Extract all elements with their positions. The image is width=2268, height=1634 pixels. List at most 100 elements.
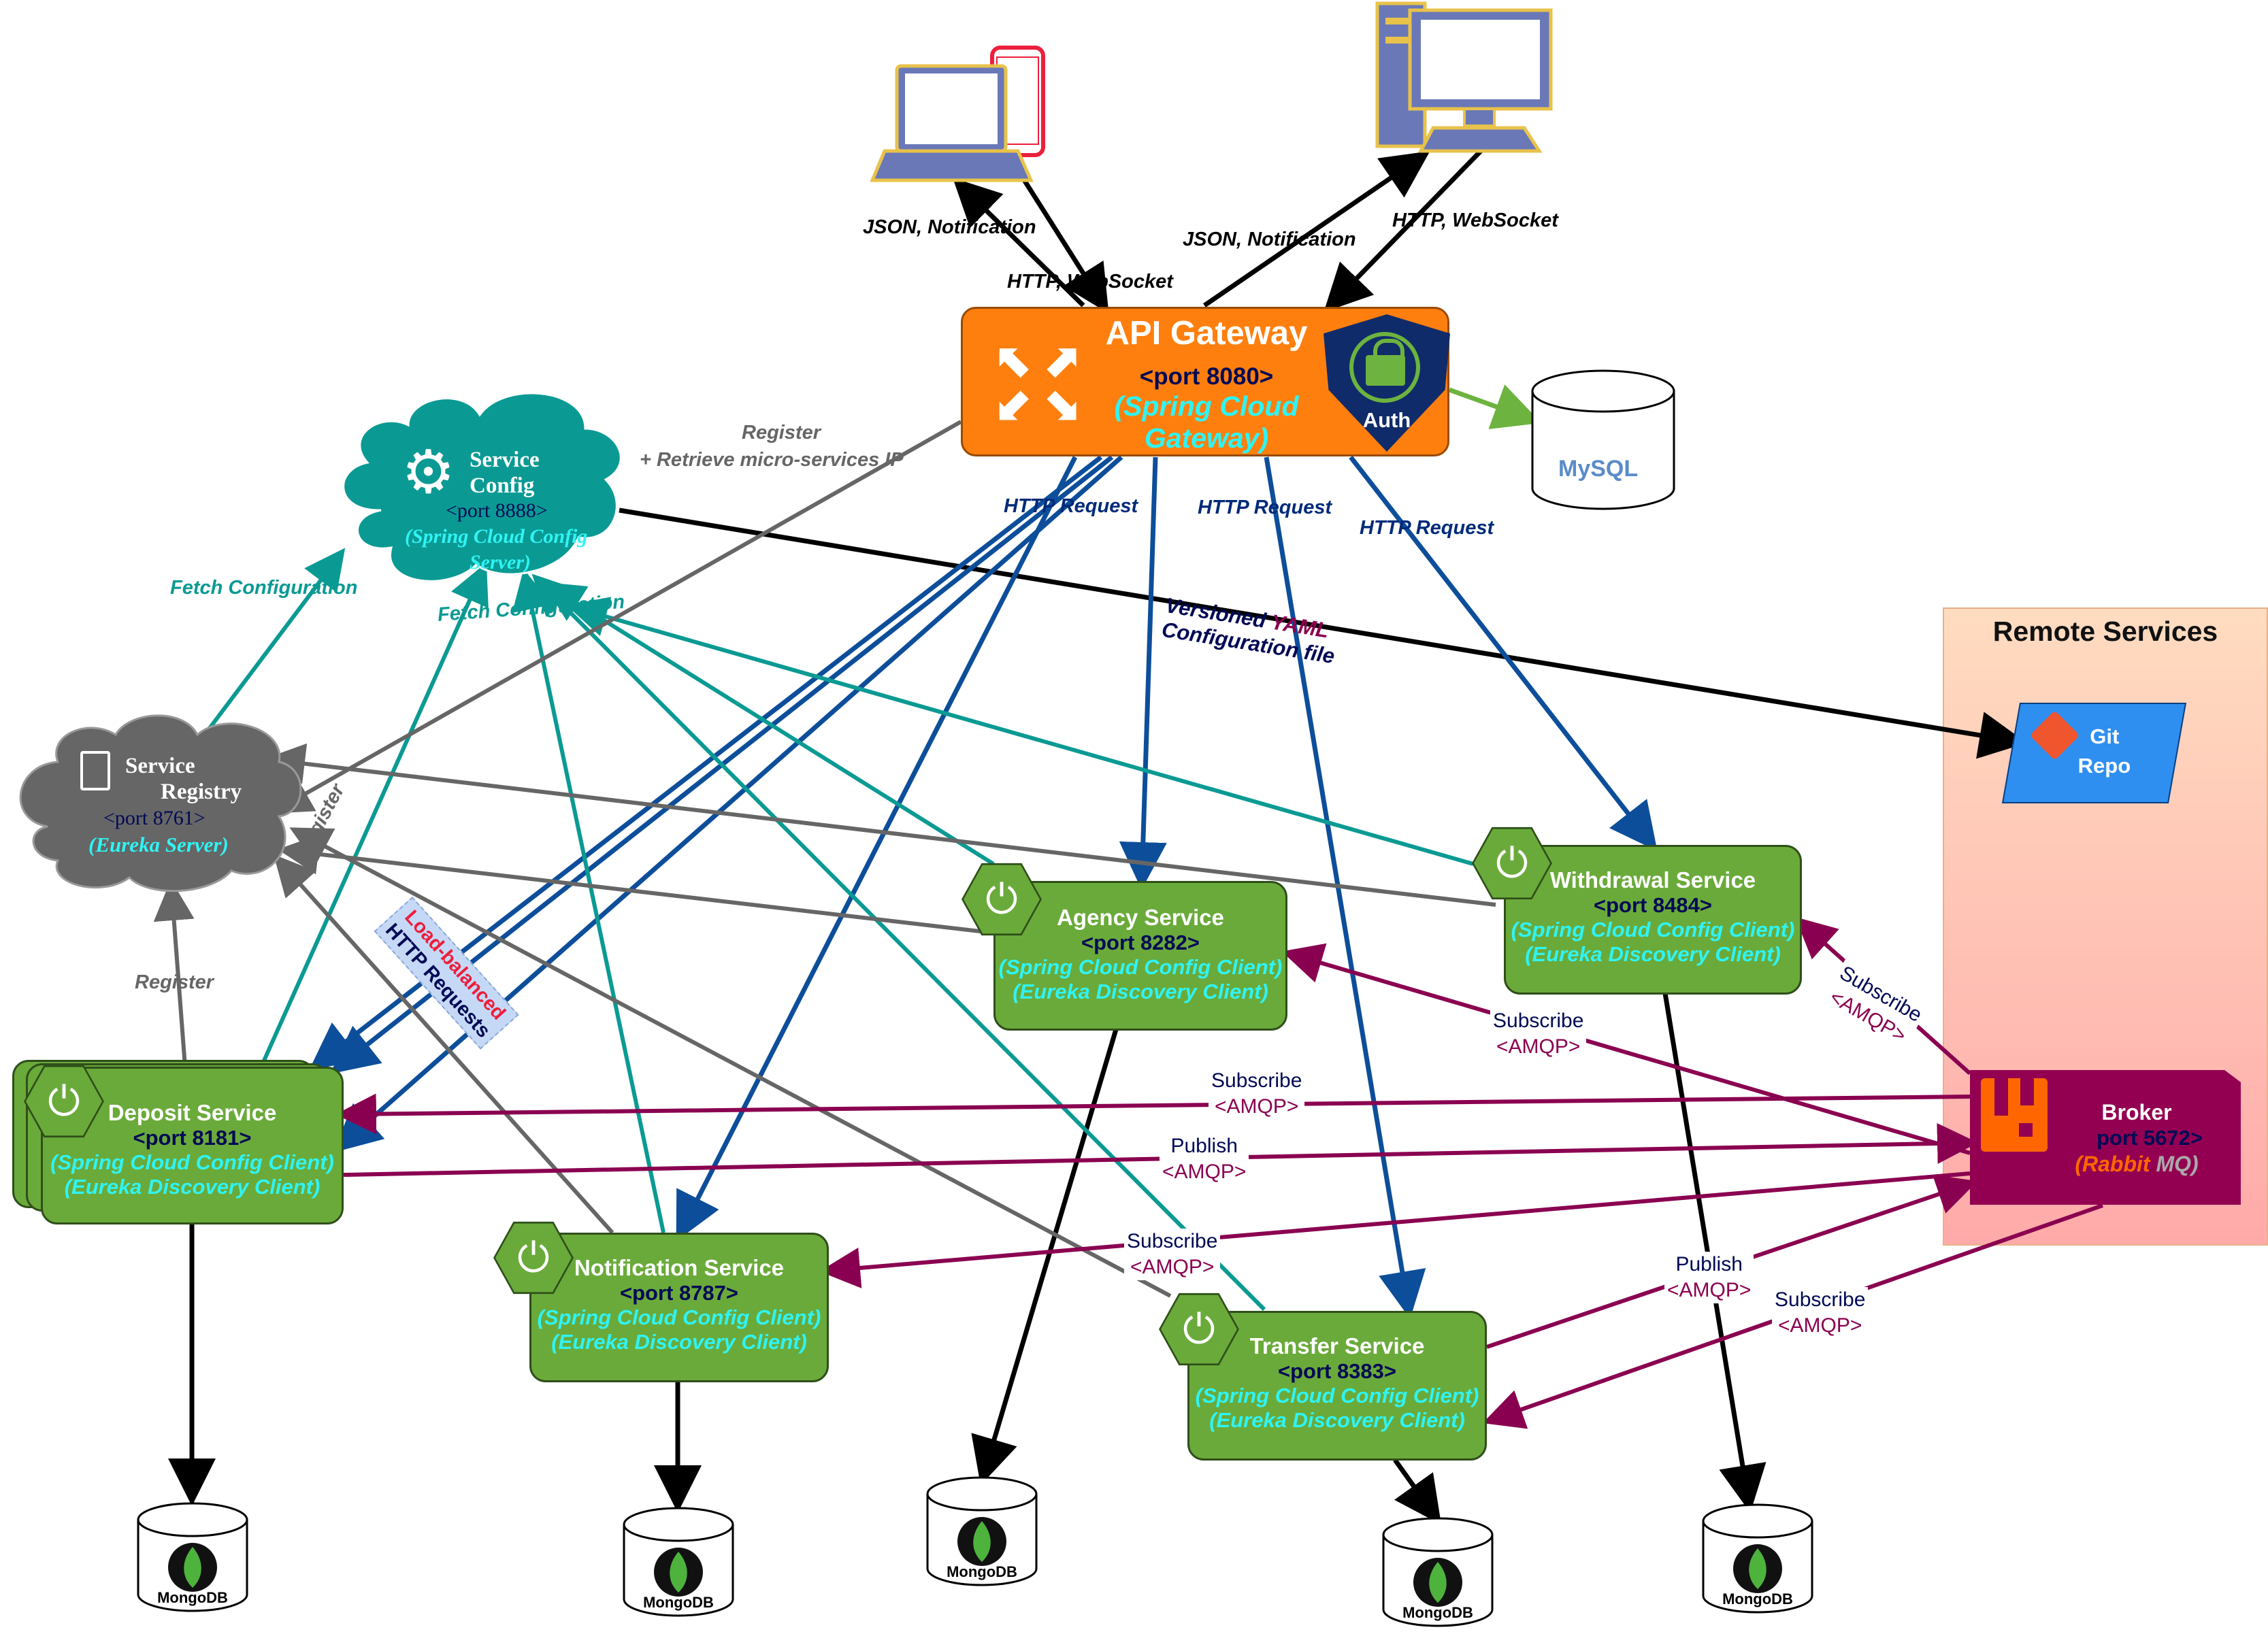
desktop-client-icon bbox=[1375, 1, 1553, 153]
http-request-label-2: HTTP Request bbox=[1198, 497, 1332, 518]
broker-label: Broker bbox=[2101, 1100, 2172, 1124]
gateway-port: <port 8080> bbox=[1139, 363, 1274, 390]
transfer-service-port: <port 8383> bbox=[1277, 1359, 1397, 1383]
rabbitmq-logo-icon bbox=[1981, 1078, 2048, 1152]
mongodb-cylinder-icon bbox=[926, 1476, 1038, 1586]
transfer-service-box[interactable]: Transfer Service <port 8383> (Spring Clo… bbox=[1187, 1311, 1487, 1461]
agency-register-arrow bbox=[278, 833, 1021, 938]
registry-fetch-config-arrow bbox=[190, 548, 346, 753]
gateway-to-desktop-arrow bbox=[1203, 151, 1430, 307]
remote-services-title: Remote Services bbox=[1992, 616, 2218, 647]
deposit-subscribe-label: Subscribe<AMQP> bbox=[1209, 1068, 1305, 1120]
gateway-register-label-2: + Retrieve micro-services IP bbox=[640, 449, 904, 471]
mongodb-label: MongoDB bbox=[1722, 1590, 1793, 1607]
service-registry-node[interactable]: Service Registry <port 8761> (Eureka Ser… bbox=[68, 747, 286, 869]
mongodb-notification: MongoDB bbox=[622, 1507, 735, 1618]
withdrawal-to-mongo-arrow bbox=[1662, 993, 1766, 1513]
service-registry-title-1: Service bbox=[125, 754, 195, 778]
service-config-title-1: Service bbox=[470, 448, 540, 472]
gateway-to-withdrawal-arrow bbox=[1349, 455, 1658, 852]
withdrawal-service-port: <port 8484> bbox=[1593, 893, 1713, 917]
transfer-publish-label: Publish<AMQP> bbox=[1664, 1252, 1754, 1303]
gateway-to-agency-arrow bbox=[1119, 456, 1167, 890]
git-repo-box[interactable]: Git Repo bbox=[2001, 703, 2187, 803]
agency-service-port: <port 8282> bbox=[1081, 931, 1200, 954]
gateway-title: API Gateway bbox=[1105, 315, 1308, 352]
deposit-service-name: Deposit Service bbox=[108, 1100, 277, 1125]
gateway-to-transfer-arrow bbox=[1264, 456, 1426, 1319]
deposit-register-label: Register bbox=[135, 971, 214, 993]
service-config-tech-2: Server) bbox=[470, 551, 531, 573]
agency-subscribe-label: Subscribe<AMQP> bbox=[1490, 1008, 1587, 1060]
api-gateway-box[interactable]: ⬉ ⬈⬋ ⬊ API Gateway <port 8080> (Spring C… bbox=[961, 307, 1450, 456]
service-registry-cloud-shape bbox=[19, 714, 302, 893]
desktop-to-gateway-arrow bbox=[1324, 146, 1485, 313]
agency-fetch-config-arrow bbox=[542, 582, 995, 866]
agency-service-box[interactable]: Agency Service <port 8282> (Spring Cloud… bbox=[993, 881, 1287, 1031]
notification-service-name: Notification Service bbox=[574, 1255, 785, 1280]
deposit-fetch-config-arrow bbox=[259, 563, 489, 1068]
service-config-tech-1: (Spring Cloud Config bbox=[405, 525, 588, 548]
laptop-http-websocket-label: HTTP, WebSocket bbox=[1007, 271, 1173, 293]
transfer-service-name: Transfer Service bbox=[1249, 1333, 1425, 1358]
withdrawal-service-box[interactable]: Withdrawal Service <port 8484> (Spring C… bbox=[1504, 845, 1802, 995]
mongodb-cylinder-icon bbox=[1702, 1503, 1813, 1614]
laptop-to-gateway-arrow bbox=[1021, 178, 1109, 314]
mongodb-cylinder-icon bbox=[137, 1502, 248, 1612]
registry-fetch-configuration-label: Fetch Configuration bbox=[170, 577, 358, 599]
service-registry-port: <port 8761> bbox=[103, 807, 206, 829]
notification-service-discovery-client: (Eureka Discovery Client) bbox=[551, 1330, 807, 1354]
http-request-label-1: HTTP Request bbox=[1004, 495, 1138, 517]
agency-service-discovery-client: (Eureka Discovery Client) bbox=[1013, 980, 1268, 1003]
gateway-to-notification-arrow bbox=[676, 456, 1078, 1241]
withdrawal-service-name: Withdrawal Service bbox=[1549, 867, 1756, 893]
gateway-to-mysql-arrow bbox=[1448, 384, 1542, 429]
mongodb-label: MongoDB bbox=[1402, 1604, 1473, 1621]
agency-service-config-client: (Spring Cloud Config Client) bbox=[998, 955, 1283, 979]
laptop-client-icon bbox=[870, 46, 1045, 182]
deposit-power-icon: ⏻ bbox=[26, 1067, 102, 1136]
git-logo-icon bbox=[2029, 710, 2080, 761]
mysql-database-icon bbox=[1531, 369, 1675, 510]
broker-to-agency-subscribe bbox=[1281, 943, 1971, 1155]
notification-service-box[interactable]: Notification Service <port 8787> (Spring… bbox=[529, 1233, 829, 1382]
desktop-http-websocket-label: HTTP, WebSocket bbox=[1392, 210, 1558, 231]
service-registry-tech: (Eureka Server) bbox=[88, 833, 229, 856]
gear-icon: ⚙ bbox=[401, 438, 455, 505]
transfer-service-discovery-client: (Eureka Discovery Client) bbox=[1209, 1408, 1465, 1432]
broker-tech-rabbit: (Rabbit bbox=[2075, 1152, 2150, 1176]
broker-to-notification-subscribe bbox=[819, 1171, 1971, 1288]
mongodb-agency: MongoDB bbox=[925, 1476, 1038, 1588]
broker-tech-mq: MQ) bbox=[2156, 1152, 2199, 1176]
deposit-service-discovery-client: (Eureka Discovery Client) bbox=[64, 1175, 321, 1199]
deposit-publish-label: Publish<AMQP> bbox=[1160, 1133, 1249, 1185]
gateway-to-laptop-arrow bbox=[952, 178, 1085, 307]
transfer-subscribe-label: Subscribe<AMQP> bbox=[1772, 1287, 1869, 1339]
broker-tech: (Rabbit MQ) bbox=[2045, 1152, 2229, 1177]
withdrawal-power-icon: ⏻ bbox=[1474, 829, 1550, 898]
notification-subscribe-label: Subscribe<AMQP> bbox=[1124, 1229, 1221, 1280]
mongodb-label: MongoDB bbox=[157, 1589, 228, 1606]
deposit-service-config-client: (Spring Cloud Config Client) bbox=[50, 1150, 334, 1174]
deposit-register-arrow bbox=[153, 880, 195, 1067]
withdrawal-service-discovery-client: (Eureka Discovery Client) bbox=[1525, 942, 1781, 966]
service-config-node[interactable]: ⚙ Service Config <port 8888> (Spring Clo… bbox=[381, 441, 599, 577]
agency-service-name: Agency Service bbox=[1057, 905, 1224, 930]
mysql-label: MySQL bbox=[1558, 456, 1639, 482]
service-config-port: <port 8888> bbox=[446, 499, 548, 522]
mongodb-cylinder-icon bbox=[623, 1507, 734, 1617]
transfer-service-config-client: (Spring Cloud Config Client) bbox=[1195, 1384, 1479, 1407]
desktop-json-notification-label: JSON, Notification bbox=[1183, 229, 1356, 250]
document-edit-icon bbox=[80, 751, 110, 790]
mongodb-transfer: MongoDB bbox=[1381, 1517, 1494, 1629]
broker-to-deposit-subscribe bbox=[335, 1093, 1971, 1135]
deposit-service-port: <port 8181> bbox=[133, 1126, 252, 1150]
broker-box[interactable]: Broker port 5672> (Rabbit MQ) bbox=[1970, 1070, 2241, 1205]
withdrawal-fetch-config-arrow bbox=[566, 597, 1474, 866]
mongodb-label: MongoDB bbox=[947, 1563, 1017, 1580]
withdrawal-service-config-client: (Spring Cloud Config Client) bbox=[1511, 918, 1795, 941]
deposit-to-broker-publish bbox=[343, 1122, 1978, 1177]
mongodb-withdrawal: MongoDB bbox=[1701, 1503, 1814, 1615]
